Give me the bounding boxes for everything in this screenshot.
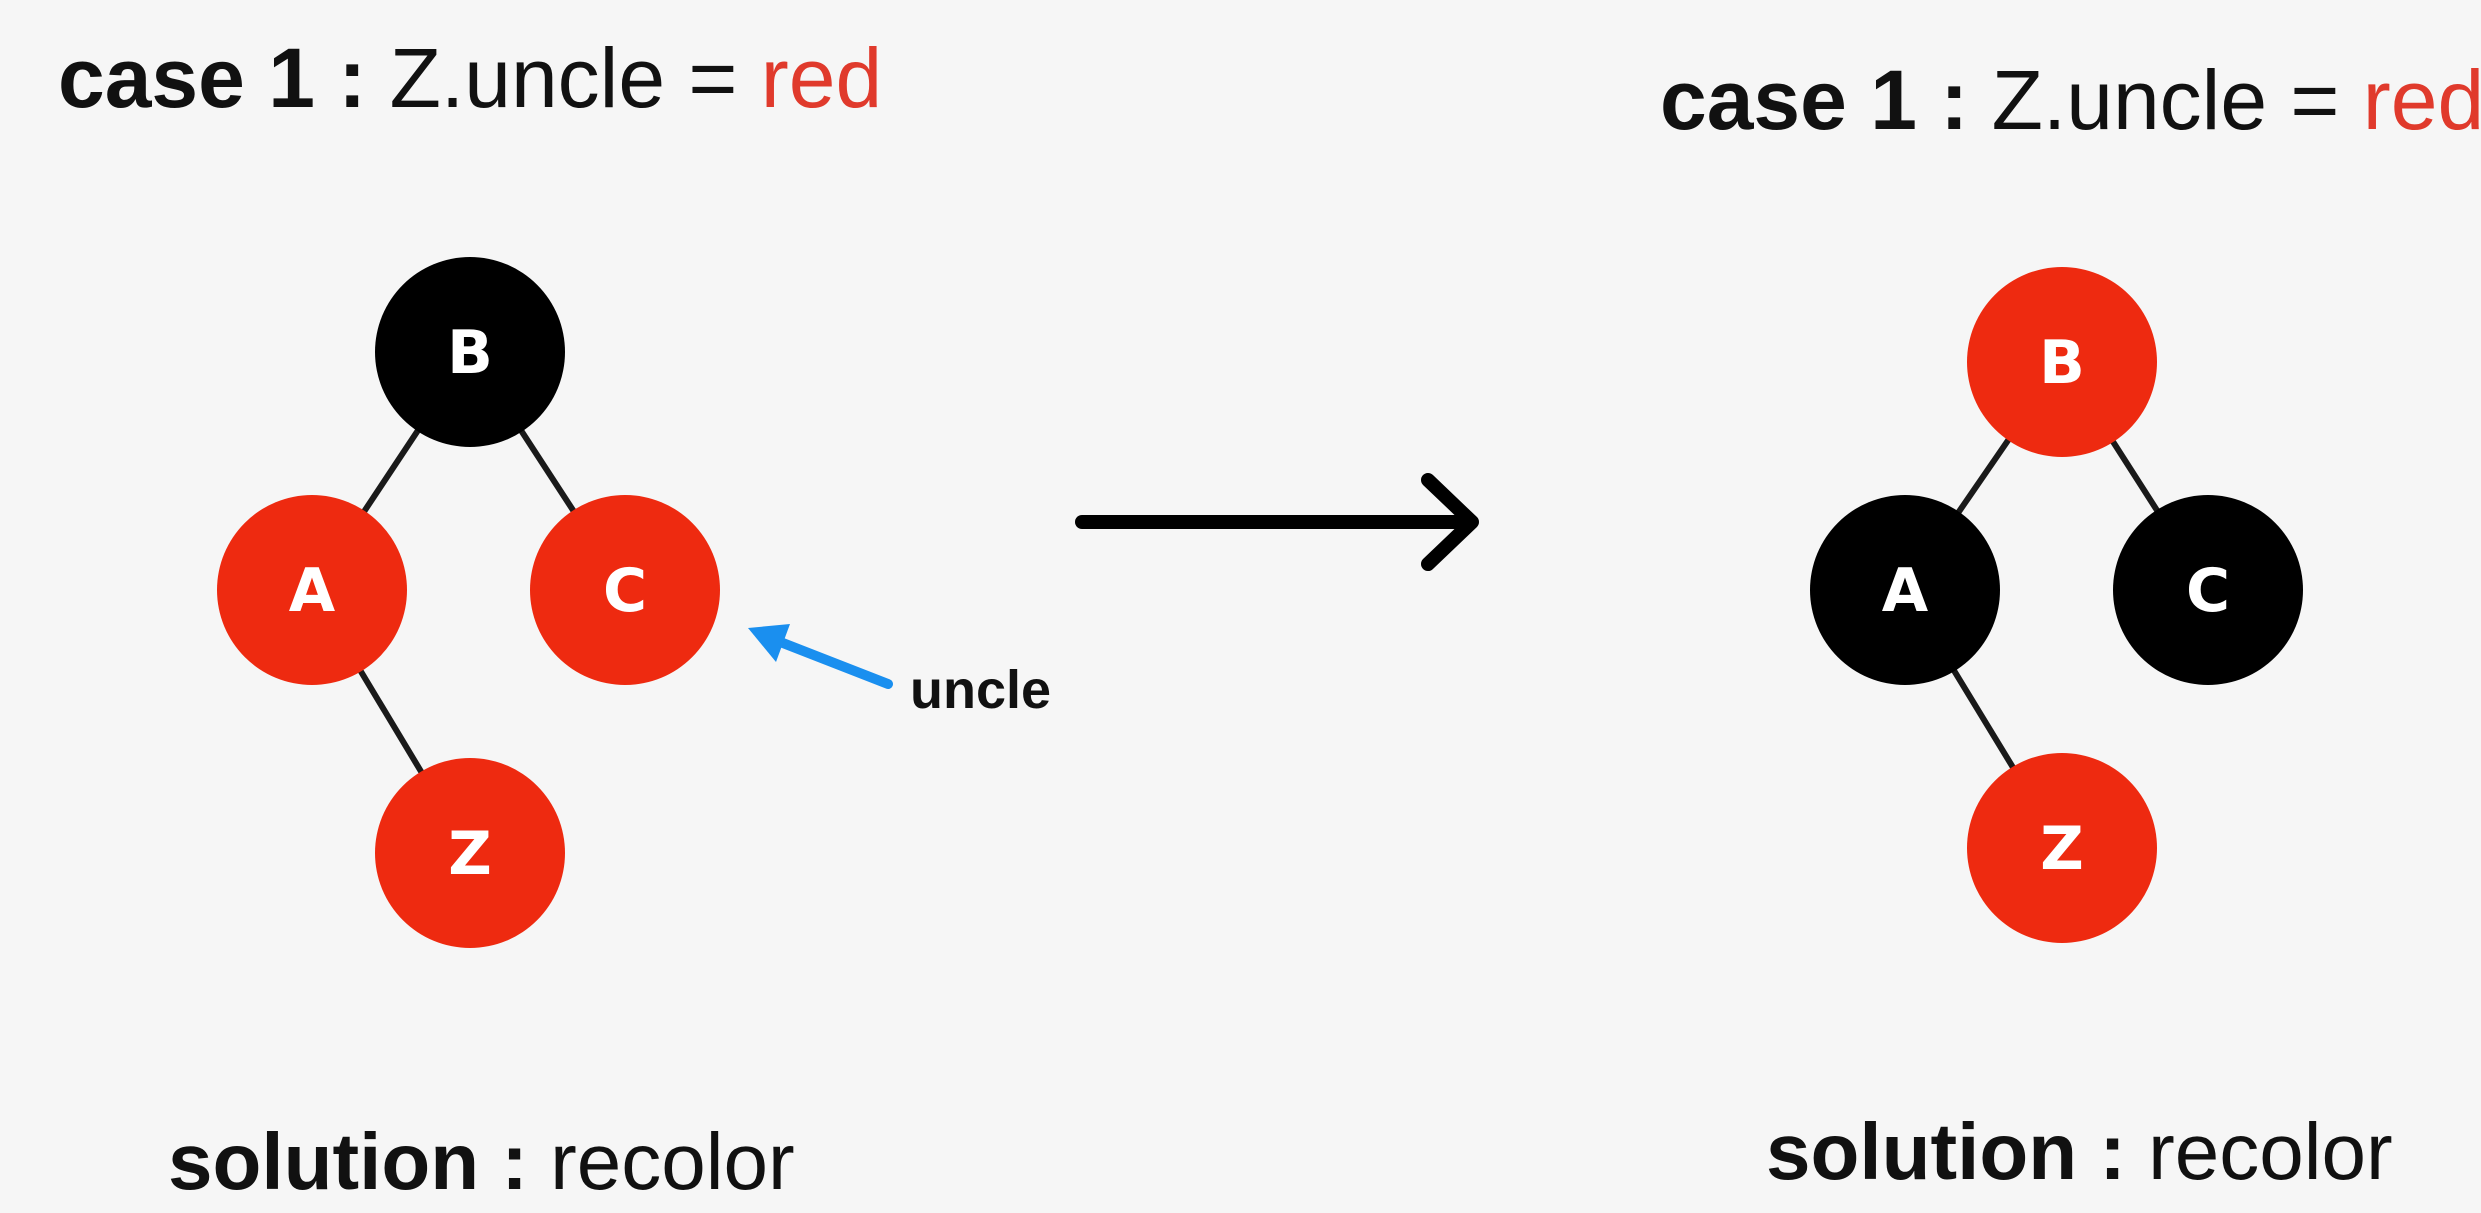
tree-node-a: A [1810,495,2000,685]
tree-node-c: C [530,495,720,685]
node-label: A [1882,556,1929,626]
node-label: Z [2040,814,2084,884]
node-circle-red [1967,753,2157,943]
case-label: case 1 : [1660,53,1969,147]
tree-node-z: Z [375,758,565,948]
node-circle-red [1967,267,2157,457]
case-value-red: red [2362,53,2481,147]
case-value-red: red [760,31,883,125]
tree-node-b: B [375,257,565,447]
node-circle-red [375,758,565,948]
case-label: case 1 : [58,31,367,125]
node-circle-black [1810,495,2000,685]
node-circle-black [2113,495,2303,685]
node-label: C [603,556,647,626]
left-tree-nodes: B A C Z [217,257,720,948]
uncle-label: uncle [910,660,1051,720]
case-expression: Z.uncle = [1991,53,2340,147]
tree-node-z: Z [1967,753,2157,943]
node-label: Z [448,819,492,889]
tree-node-a: A [217,495,407,685]
case-heading-right: case 1 : Z.uncle = red [1660,58,2481,142]
uncle-pointer-line [765,633,893,689]
node-circle-red [217,495,407,685]
right-tree-nodes: B A C Z [1810,267,2303,943]
uncle-annotation: uncle [748,624,1051,720]
solution-label: solution : [1766,1107,2126,1196]
tree-node-b: B [1967,267,2157,457]
node-label: B [447,318,493,388]
solution-text: recolor [550,1117,795,1206]
node-circle-red [530,495,720,685]
solution-left: solution : recolor [168,1122,795,1202]
arrow-head [1421,473,1479,571]
case-heading-left: case 1 : Z.uncle = red [58,36,882,120]
node-label: A [289,556,336,626]
node-label: C [2186,556,2230,626]
uncle-pointer-head [748,624,790,662]
tree-node-c: C [2113,495,2303,685]
node-circle-black [375,257,565,447]
solution-right: solution : recolor [1766,1112,2393,1192]
solution-text: recolor [2148,1107,2393,1196]
case-expression: Z.uncle = [389,31,738,125]
node-label: B [2039,328,2085,398]
transition-arrow [1075,473,1479,571]
solution-label: solution : [168,1117,528,1206]
